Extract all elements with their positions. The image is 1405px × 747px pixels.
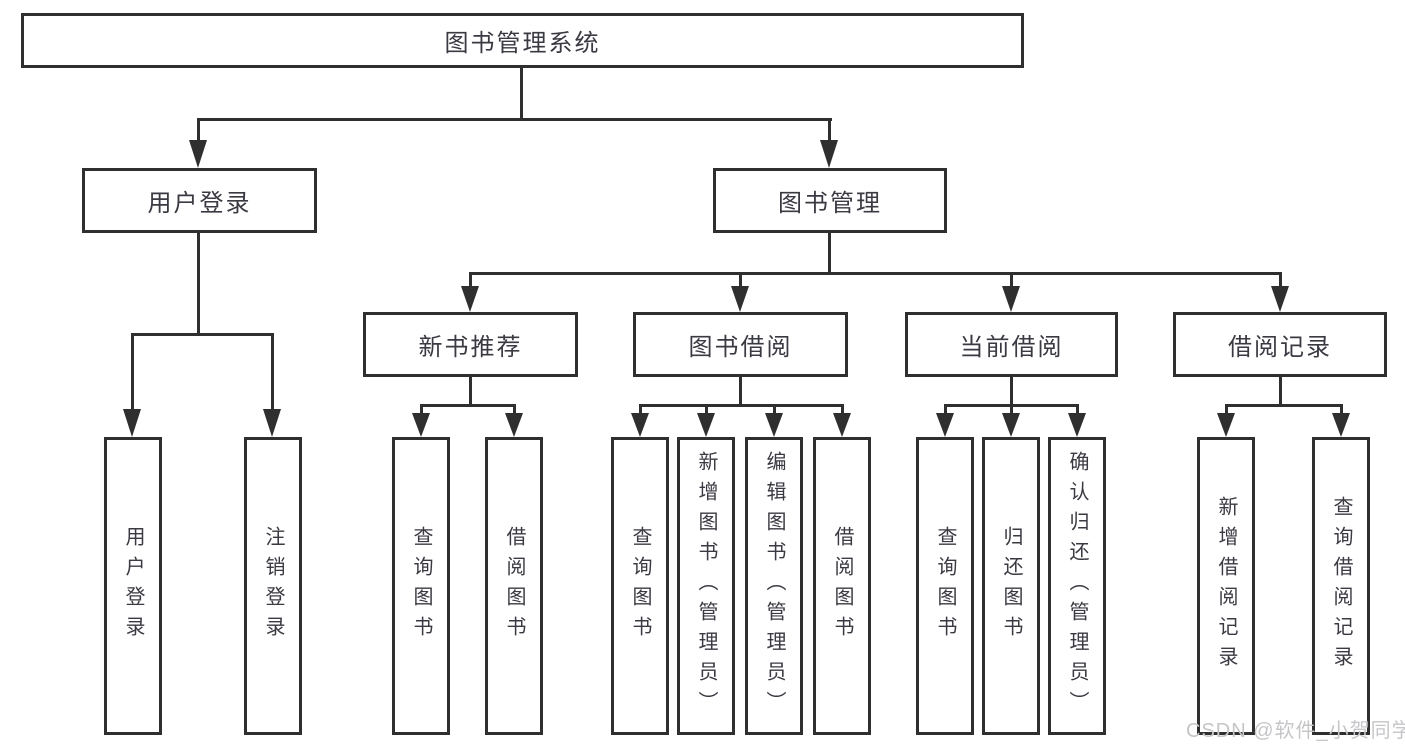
node-root-system: 图书管理系统 [21,13,1024,68]
arrowhead-icon [820,140,838,168]
arrowhead-icon [123,409,141,437]
connector-shaft [469,272,472,288]
node-label: 借阅记录 [1228,334,1332,361]
connector-bar [131,333,274,336]
arrowhead-icon [833,413,851,437]
arrowhead-icon [1271,286,1289,312]
leaf-add-books-admin: 新增图书（管理员） [677,437,735,735]
arrowhead-icon [412,413,430,437]
node-book-borrow: 图书借阅 [633,312,848,377]
connector-bar [469,272,1281,275]
node-label: 借阅图书 [503,526,525,646]
connector-shaft [197,118,200,142]
arrowhead-icon [505,413,523,437]
node-label: 查询借阅记录 [1330,496,1352,676]
connector-stem [828,233,831,275]
node-book-management: 图书管理 [713,168,947,233]
arrowhead-icon [765,413,783,437]
node-label: 新书推荐 [418,334,523,361]
connector-shaft [705,404,708,415]
leaf-logout: 注销登录 [244,437,302,735]
node-label: 确认归还（管理员） [1066,451,1088,721]
connector-stem [1010,377,1013,407]
arrowhead-icon [1002,286,1020,312]
connector-shaft [1076,404,1079,415]
connector-shaft [420,404,423,415]
connector-shaft [1279,272,1282,288]
leaf-return-books: 归还图书 [982,437,1040,735]
leaf-confirm-return-admin: 确认归还（管理员） [1048,437,1106,735]
connector-shaft [513,404,516,415]
connector-stem [739,377,742,407]
arrowhead-icon [936,413,954,437]
connector-stem [1279,377,1282,407]
node-label: 新增图书（管理员） [695,451,717,721]
node-label: 图书管理 [778,190,882,217]
leaf-user-login: 用户登录 [104,437,162,735]
connector-shaft [271,333,274,411]
node-label: 借阅图书 [831,526,853,646]
arrowhead-icon [263,409,281,437]
leaf-borrow-books: 借阅图书 [813,437,871,735]
node-label: 用户登录 [147,190,252,217]
leaf-query-books-recommend: 查询图书 [392,437,450,735]
arrowhead-icon [631,413,649,437]
connector-root-stem [520,68,523,120]
connector-bar [1225,404,1343,407]
connector-shaft [828,118,831,142]
leaf-query-books-borrow: 查询图书 [611,437,669,735]
connector-stem [197,233,200,336]
node-label: 查询图书 [934,526,956,646]
node-label: 查询图书 [410,526,432,646]
node-label: 归还图书 [1000,526,1022,646]
arrowhead-icon [1332,413,1350,437]
node-new-book-recommend: 新书推荐 [363,312,578,377]
connector-bar [639,404,843,407]
arrowhead-icon [1002,413,1020,437]
arrowhead-icon [731,286,749,312]
node-label: 新增借阅记录 [1215,496,1237,676]
node-label: 注销登录 [262,526,284,646]
leaf-add-borrow-record: 新增借阅记录 [1197,437,1255,735]
connector-shaft [773,404,776,415]
arrowhead-icon [1217,413,1235,437]
connector-shaft [1225,404,1228,415]
node-label: 图书管理系统 [444,30,601,57]
node-label: 当前借阅 [959,334,1064,361]
connector-stem [469,377,472,407]
arrowhead-icon [189,140,207,168]
connector-shaft [1010,404,1013,415]
arrowhead-icon [1068,413,1086,437]
node-label: 查询图书 [629,526,651,646]
node-user-login: 用户登录 [82,168,317,233]
connector-shaft [639,404,642,415]
connector-shaft [944,404,947,415]
connector-root-bar [197,118,832,121]
arrowhead-icon [461,286,479,312]
arrowhead-icon [697,413,715,437]
connector-shaft [841,404,844,415]
leaf-edit-books-admin: 编辑图书（管理员） [745,437,803,735]
connector-shaft [1340,404,1343,415]
leaf-query-books-current: 查询图书 [916,437,974,735]
connector-bar [420,404,516,407]
connector-shaft [131,333,134,411]
connector-shaft [739,272,742,288]
connector-shaft [1010,272,1013,288]
node-current-borrow: 当前借阅 [905,312,1118,377]
node-label: 编辑图书（管理员） [763,451,785,721]
node-borrow-records: 借阅记录 [1173,312,1387,377]
leaf-query-borrow-record: 查询借阅记录 [1312,437,1370,735]
leaf-borrow-books-recommend: 借阅图书 [485,437,543,735]
node-label: 用户登录 [122,526,144,646]
node-label: 图书借阅 [688,334,793,361]
